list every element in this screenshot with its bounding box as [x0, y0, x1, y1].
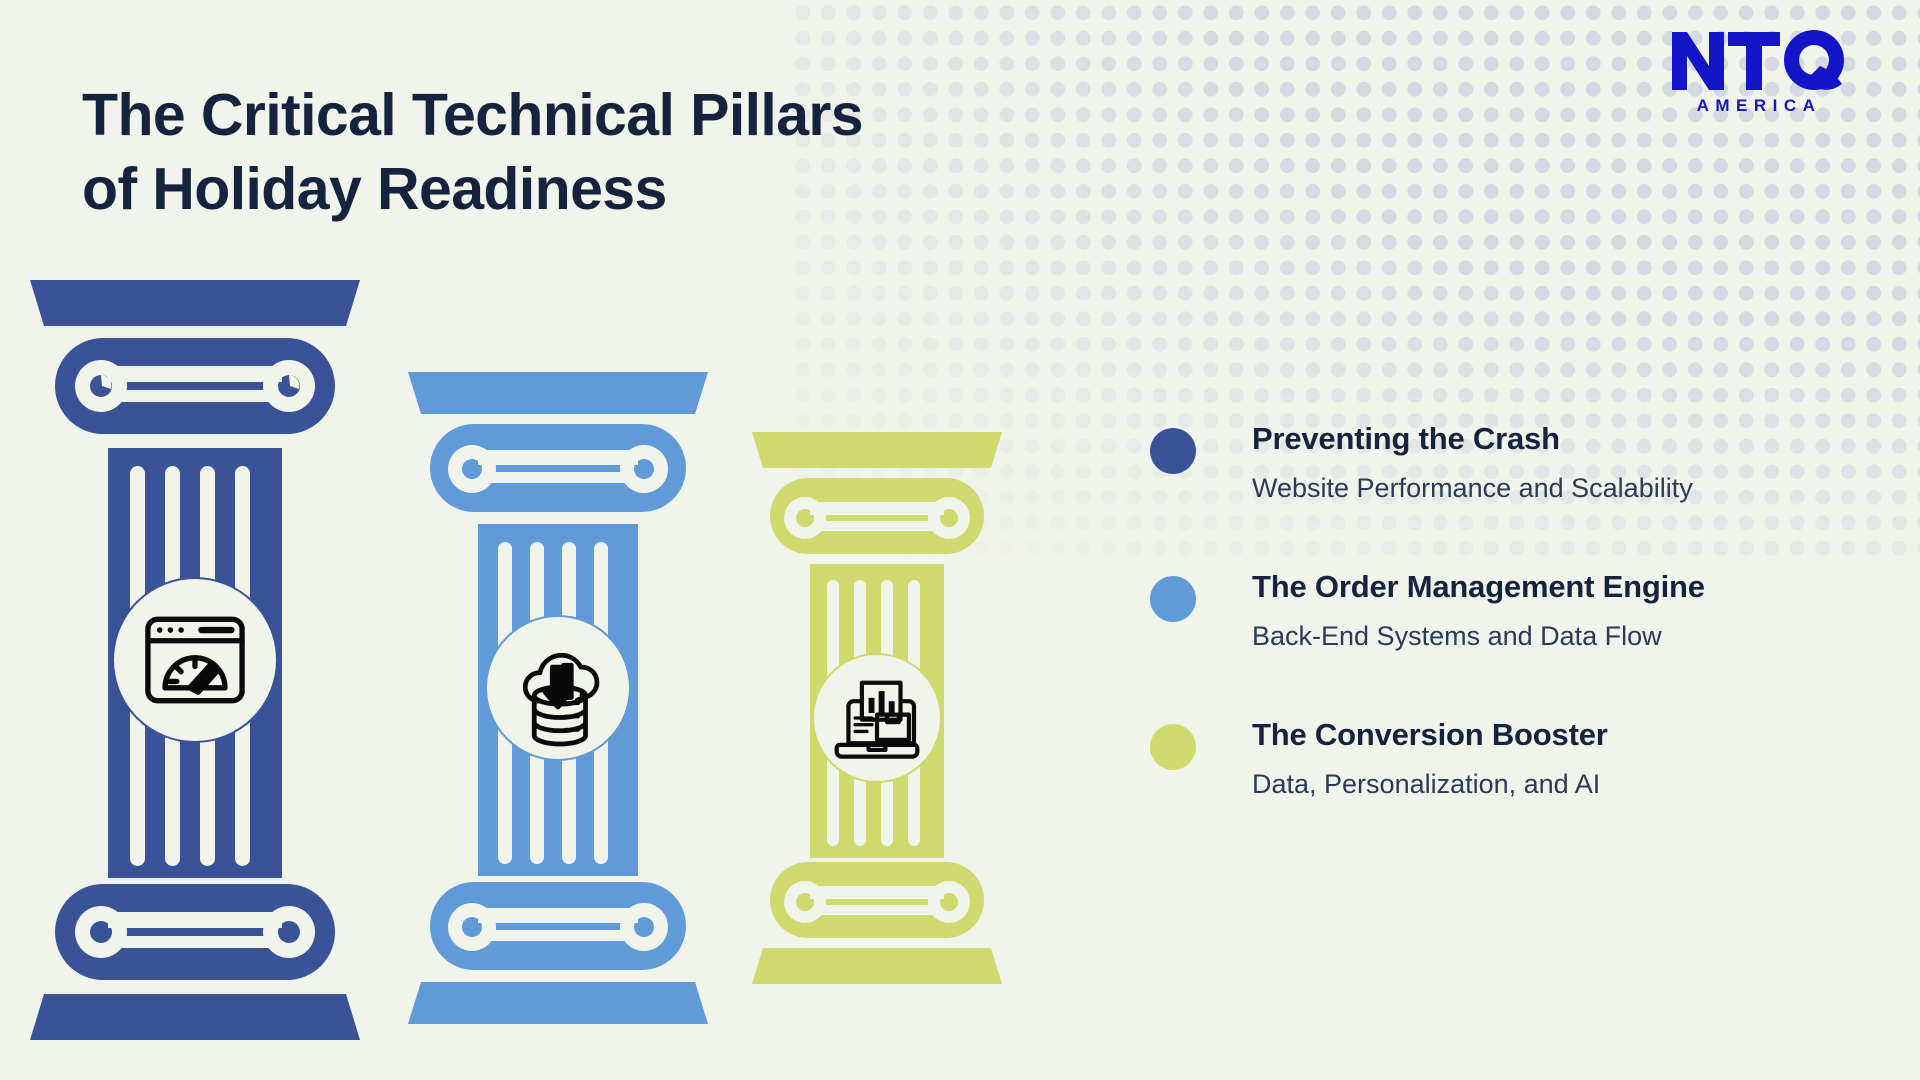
legend-item-preventing-the-crash[interactable]: Preventing the Crash Website Performance… [1150, 420, 1850, 506]
legend-dot-icon [1150, 724, 1196, 770]
ntq-america-logo: AMERICA [1670, 30, 1848, 116]
pillar-1-icon-medallion [112, 577, 278, 743]
logo-subtitle: AMERICA [1696, 96, 1822, 115]
legend-item-subtitle: Website Performance and Scalability [1252, 473, 1693, 503]
legend-dot-icon [1150, 576, 1196, 622]
legend-item-order-management-engine[interactable]: The Order Management Engine Back-End Sys… [1150, 568, 1850, 654]
ntq-wordmark-icon [1672, 30, 1844, 90]
page-title-line-2: of Holiday Readiness [82, 156, 667, 222]
page-title-line-1: The Critical Technical Pillars [82, 82, 864, 148]
legend-item-conversion-booster[interactable]: The Conversion Booster Data, Personaliza… [1150, 716, 1850, 802]
browser-speedometer-icon [145, 616, 245, 704]
legend-item-title: The Conversion Booster [1252, 717, 1608, 752]
legend-item-title: The Order Management Engine [1252, 569, 1705, 604]
legend-item-subtitle: Data, Personalization, and AI [1252, 769, 1601, 799]
pillars-illustration [30, 280, 1002, 1040]
laptop-analytics-package-icon [834, 680, 920, 759]
page-title: The Critical Technical Pillars of Holida… [82, 78, 864, 226]
legend-item-subtitle: Back-End Systems and Data Flow [1252, 621, 1662, 651]
pillar-2-icon-medallion [485, 615, 631, 761]
legend-dot-icon [1150, 428, 1196, 474]
legend-list: Preventing the Crash Website Performance… [1150, 420, 1850, 864]
cloud-database-icon [522, 652, 600, 747]
pillar-3-icon-medallion [812, 653, 942, 783]
legend-item-title: Preventing the Crash [1252, 421, 1560, 456]
